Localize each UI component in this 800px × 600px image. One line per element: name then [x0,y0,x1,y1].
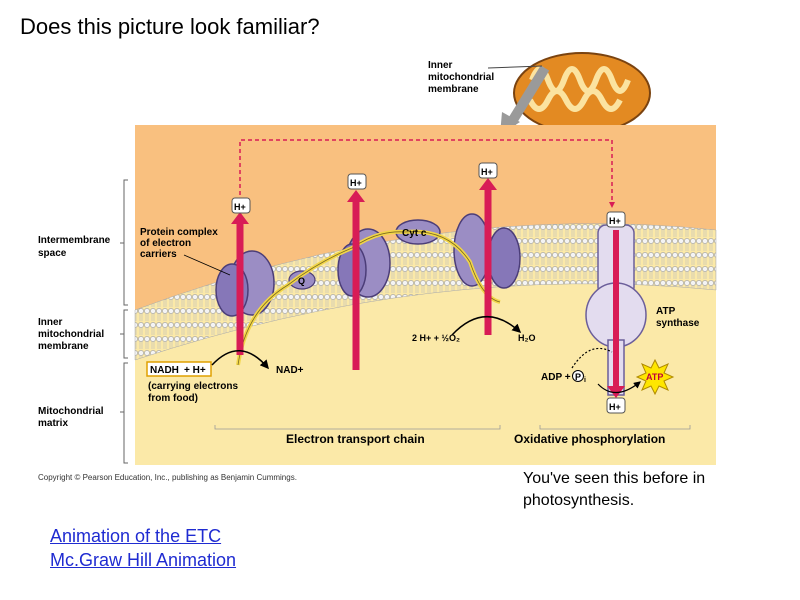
inner-membrane-label-2: mitochondrial [38,329,104,340]
nadh-plus-h-label: + H+ [184,365,206,376]
oxphos-label: Oxidative phosphorylation [514,432,665,446]
pi-label: P [575,372,581,382]
pi-subscript: i [584,377,586,384]
mitochondrion-icon [513,52,651,134]
ubiquinone-q [288,270,316,290]
adp-label: ADP + [541,372,571,383]
photosynthesis-note-line-1: You've seen this before in [523,470,706,487]
proton-pump-arrow-3 [478,162,498,335]
etc-animation-link[interactable]: Animation of the ETC [50,526,222,546]
inner-membrane-label-1: Inner [38,317,63,328]
cyt-c-label: Cyt c [402,228,427,239]
atp-synthase-label-1: ATP [656,306,676,317]
proton-pump-arrow-1 [231,197,251,355]
photosynthesis-note: You've seen this before in photosynthesi… [523,468,705,512]
copyright-text: Copyright © Pearson Education, Inc., pub… [38,473,297,482]
oxygen-equation-label: 2 H+ + ½O₂ [412,333,460,343]
atp-label: ATP [646,372,663,382]
protein-complex-label-2: of electron [140,238,191,249]
carrying-label-2: from food) [148,393,198,404]
h-plus-label-2: H+ [350,178,362,188]
animation-links: Animation of the ETC Mc.Graw Hill Animat… [50,524,236,572]
adp-dotted-arc [571,347,613,369]
mcgraw-hill-animation-link[interactable]: Mc.Graw Hill Animation [50,550,237,570]
h-plus-label-4: H+ [609,216,621,226]
q-label: Q [298,276,305,286]
intermembrane-region [135,125,716,310]
slide-title: Does this picture look familiar? [20,14,320,39]
protein-complex-label-1: Protein complex [140,227,218,238]
atp-starburst-icon [635,358,675,396]
protein-complex-label-3: carriers [140,249,177,260]
photosynthesis-note-line-2: photosynthesis. [523,492,635,509]
intermembrane-label-1: Intermembrane [38,235,111,246]
etc-label: Electron transport chain [286,432,425,446]
inset-pointer-arrow [503,65,550,131]
inner-membrane-bilayer [134,223,717,361]
h-plus-label-3: H+ [481,167,493,177]
carrying-label-1: (carrying electrons [148,381,238,392]
callout-inner-membrane-3: membrane [428,84,479,95]
water-label: H₂O [518,333,536,343]
callout-inner-membrane-2: mitochondrial [428,72,494,83]
proton-return-path [239,139,615,208]
oxygen-arrow [451,316,522,336]
inner-membrane-label-3: membrane [38,341,89,352]
proton-pump-arrow-2 [347,173,367,370]
pi-circle [572,370,584,382]
nadh-box [146,361,212,377]
nad-plus-label: NAD+ [276,365,304,376]
callout-inner-membrane-1: Inner [428,60,453,71]
atp-formation-arrow [597,381,641,394]
atp-synthase-label-2: synthase [656,318,700,329]
h-plus-label-1: H+ [234,202,246,212]
intermembrane-label-2: space [38,248,67,259]
matrix-label-2: matrix [38,418,68,429]
h-plus-label-5: H+ [609,402,621,412]
nadh-label: NADH [150,365,179,376]
matrix-label-1: Mitochondrial [38,406,104,417]
atp-synthase-proton-arrow [606,211,626,414]
nadh-arrow [211,350,269,370]
